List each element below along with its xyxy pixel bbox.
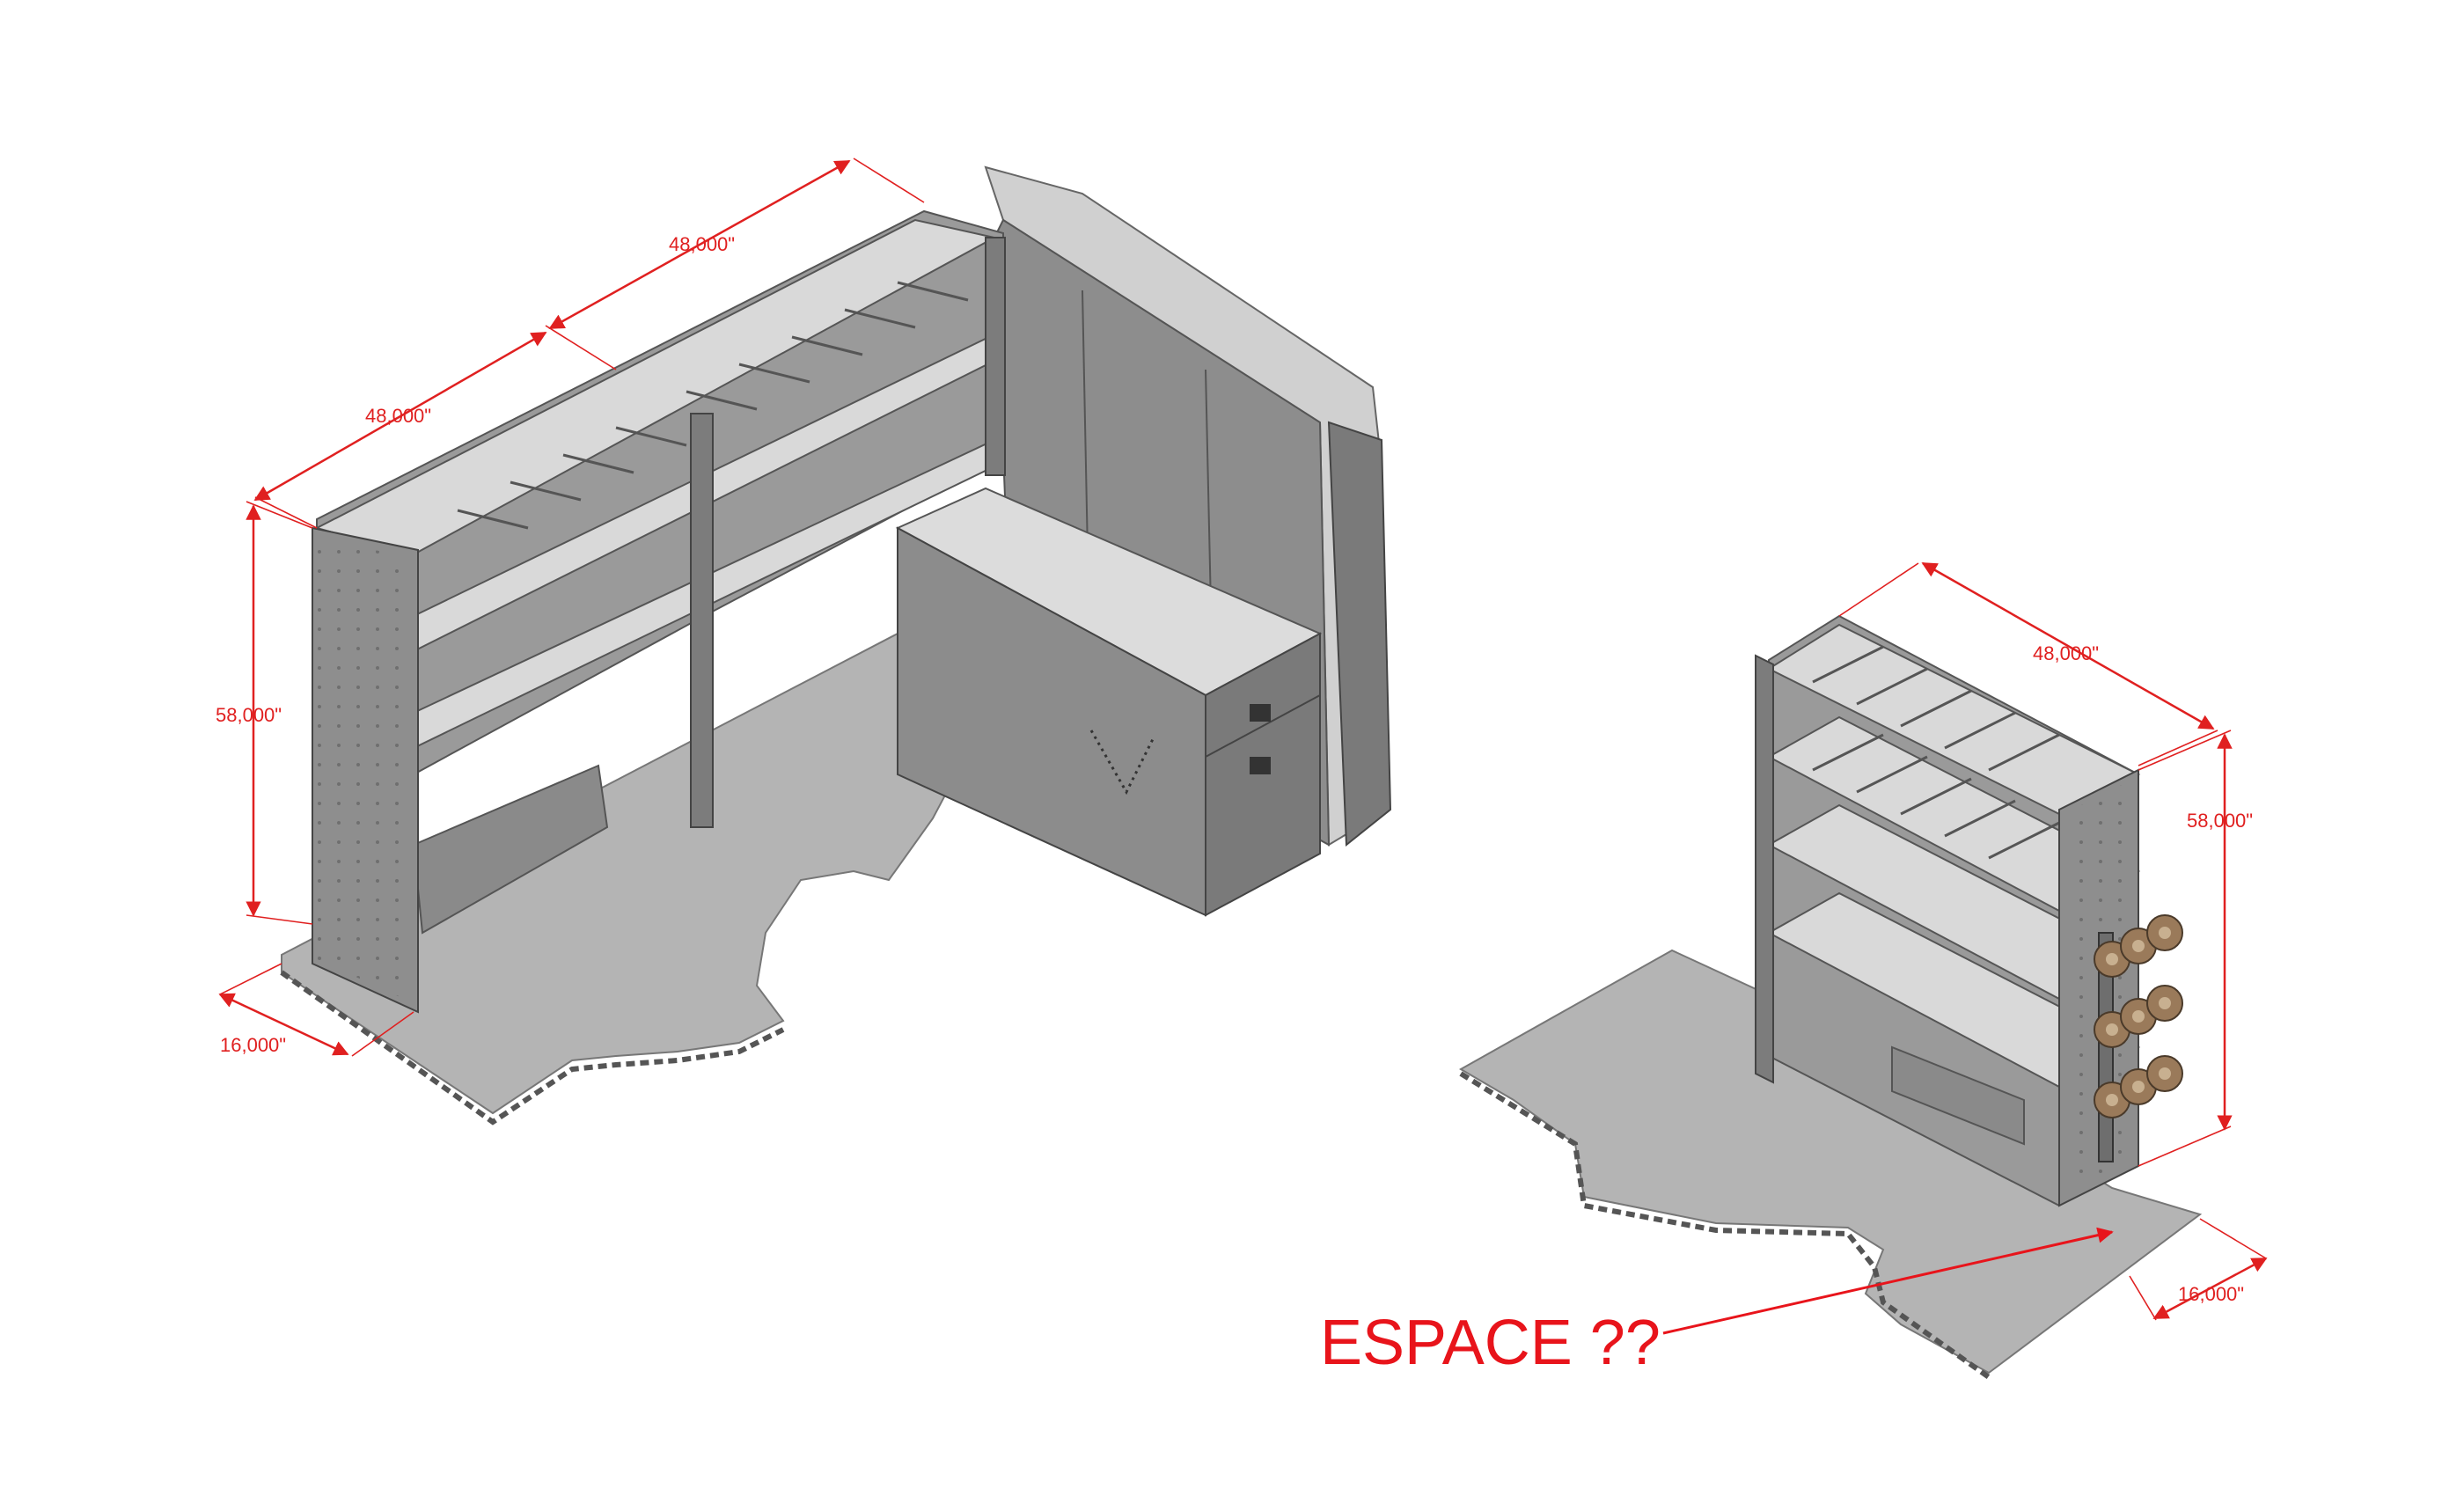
dim-line-width-a <box>253 331 547 502</box>
left-lower-bin <box>412 764 609 935</box>
cabinet-logo <box>1089 730 1155 796</box>
dim-right-depth: 16,000" <box>2178 1283 2244 1305</box>
dim-line-right-width <box>1921 561 2215 730</box>
annotation: ESPACE ?? <box>1320 1227 2114 1378</box>
van-wall-edge-trim <box>1327 421 1392 847</box>
left-mid-post <box>690 413 714 828</box>
dim-line-width-b <box>548 159 851 330</box>
drawer-handle-1 <box>1250 704 1271 722</box>
right-lower-bin <box>1891 1045 2025 1146</box>
left-dimensions: 48,000" 48,000" 58,000" 16,000" <box>216 158 925 1057</box>
dim-width-a: 48,000" <box>365 405 431 427</box>
dim-width-b: 48,000" <box>669 233 735 255</box>
dim-line-right-depth <box>2152 1257 2268 1320</box>
right-dimensions: 48,000" 58,000" 16,000" <box>1838 561 2268 1321</box>
dim-height: 58,000" <box>216 704 282 726</box>
left-shelf-dividers <box>457 281 969 530</box>
right-shelf-dividers <box>1812 645 2060 860</box>
dim-line-depth <box>218 993 349 1056</box>
right-assembly <box>1458 614 2203 1380</box>
wire-spool <box>2094 914 2183 1118</box>
right-left-post <box>1755 654 1774 1084</box>
left-floor-edge <box>280 970 785 1126</box>
dim-right-width: 48,000" <box>2033 642 2099 664</box>
wire-spool-rack <box>2094 914 2183 1162</box>
left-assembly <box>280 165 1392 1126</box>
annotation-label: ESPACE ?? <box>1320 1308 1661 1378</box>
right-floor-edge <box>1459 1071 1991 1380</box>
right-shelf-tops <box>1766 623 2141 1089</box>
left-rear-post <box>985 237 1006 476</box>
dim-right-height: 58,000" <box>2187 810 2253 832</box>
left-end-panel-holes <box>317 537 414 1003</box>
drawer-handle-2 <box>1250 757 1271 774</box>
dim-depth: 16,000" <box>220 1034 286 1056</box>
drawer-divider <box>1205 694 1321 758</box>
annotation-arrow <box>1662 1227 2114 1335</box>
